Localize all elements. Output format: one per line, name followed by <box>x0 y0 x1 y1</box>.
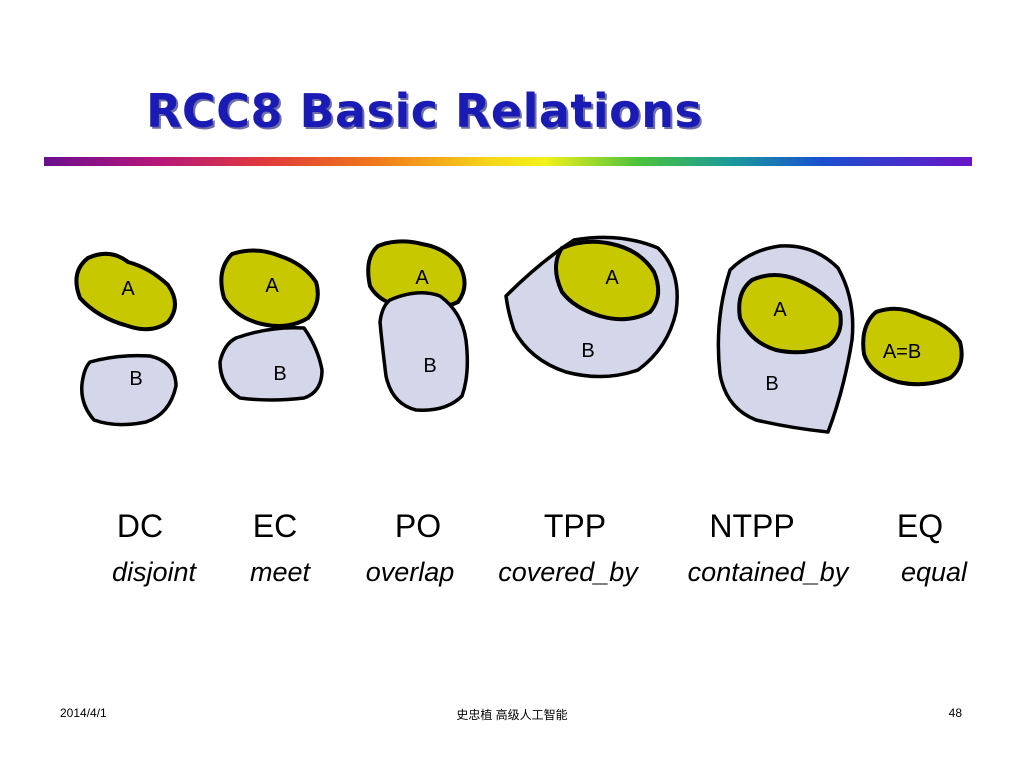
relation-name-ec: meet <box>249 557 311 587</box>
tpp-region-a <box>554 239 661 322</box>
relation-name-po: overlap <box>365 557 455 587</box>
po-illustration: A B <box>366 239 470 412</box>
po-label-a: A <box>415 267 429 289</box>
ec-label-b: B <box>273 363 286 385</box>
dc-label-a: A <box>121 278 135 300</box>
ec-illustration: A B <box>218 248 324 402</box>
relation-name-ntpp: contained_by <box>687 557 849 587</box>
po-label-b: B <box>423 355 436 377</box>
rainbow-divider <box>44 157 972 166</box>
relation-code-ec: EC <box>252 508 298 544</box>
footer-date: 2014/4/1 <box>60 706 107 720</box>
dc-region-a <box>74 251 177 332</box>
tpp-label-a: A <box>605 267 619 289</box>
ntpp-label-a: A <box>773 299 787 321</box>
tpp-label-b: B <box>581 340 594 362</box>
po-region-a <box>366 239 467 312</box>
relation-name-dc: disjoint <box>111 557 197 587</box>
ntpp-region-a <box>737 273 843 355</box>
relation-name-eq: equal <box>900 557 968 587</box>
ec-region-b <box>218 325 324 402</box>
tpp-illustration: A B <box>504 235 679 379</box>
ntpp-illustration: A B <box>716 244 855 434</box>
ntpp-label-b: B <box>765 373 778 395</box>
po-region-b <box>378 291 470 412</box>
relation-code-dc: DC <box>116 508 164 544</box>
footer-course: 史忠植 高级人工智能 <box>456 708 568 722</box>
slide-title: RCC8 Basic Relations <box>146 84 703 138</box>
dc-region-b <box>80 353 178 427</box>
ec-region-a <box>219 248 320 328</box>
eq-illustration: A=B <box>861 306 964 387</box>
ec-label-a: A <box>265 275 279 297</box>
dc-label-b: B <box>129 368 142 390</box>
relation-code-ntpp: NTPP <box>709 508 795 544</box>
relation-code-eq: EQ <box>896 508 944 544</box>
eq-region-ab <box>861 306 964 387</box>
relation-code-tpp: TPP <box>543 508 607 544</box>
dc-illustration: A B <box>74 251 178 427</box>
eq-label: A=B <box>883 341 921 363</box>
page-number: 48 <box>948 706 962 720</box>
relation-code-po: PO <box>394 508 442 544</box>
relation-name-tpp: covered_by <box>498 557 638 587</box>
